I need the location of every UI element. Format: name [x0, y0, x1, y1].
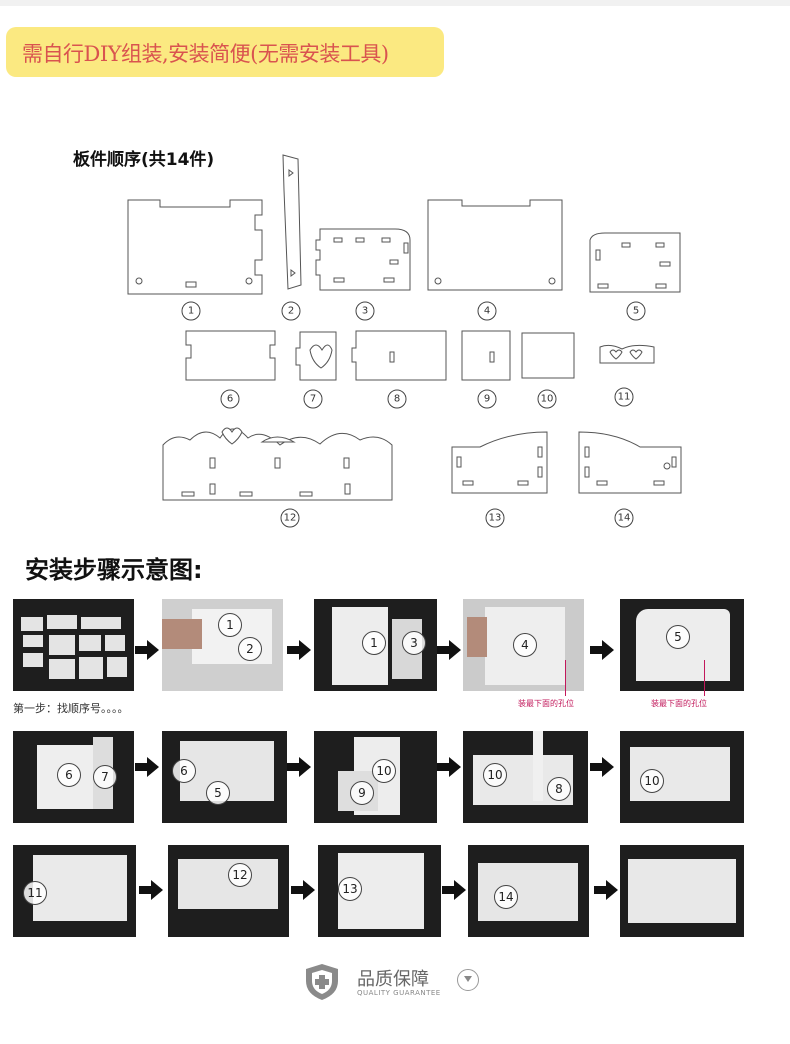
part-badge: 13	[338, 877, 362, 901]
part-badge: 10	[483, 763, 507, 787]
part-number-8: 8	[388, 390, 406, 408]
part-badge: 11	[23, 881, 47, 905]
part-number-label: 4	[484, 306, 490, 317]
step-1-note: 第一步：找顺序号。。。。	[13, 700, 129, 716]
part-number-label: 9	[484, 394, 490, 405]
step-photo-3-2: 12	[168, 845, 289, 937]
part-number-4: 4	[478, 302, 496, 320]
part-badge: 3	[402, 631, 426, 655]
step-photo-3-5	[620, 845, 744, 937]
part-number-label: 6	[227, 394, 233, 405]
step-photo-3-3: 13	[318, 845, 441, 937]
part-number-12: 12	[281, 509, 299, 527]
part-badge: 5	[666, 625, 690, 649]
arrow-right-icon	[590, 640, 614, 660]
part-number-label: 8	[394, 394, 400, 405]
part-number-10: 10	[538, 390, 556, 408]
panel-1	[128, 200, 262, 294]
panel-3	[316, 229, 410, 290]
pin-line	[565, 660, 566, 696]
step-photo-3-4: 14	[468, 845, 589, 937]
part-number-5: 5	[627, 302, 645, 320]
step-photo-1-1	[13, 599, 134, 691]
part-number-label: 13	[489, 513, 502, 524]
step-photo-1-5: 5	[620, 599, 744, 691]
panel-8	[352, 331, 446, 380]
panel-13	[452, 432, 547, 493]
step-photo-2-5: 10	[620, 731, 744, 823]
part-number-3: 3	[356, 302, 374, 320]
panel-10	[522, 333, 574, 378]
part-number-label: 5	[633, 306, 639, 317]
panel-4	[428, 200, 562, 290]
panel-6	[186, 331, 275, 380]
part-badge: 10	[372, 759, 396, 783]
part-badge: 2	[238, 637, 262, 661]
part-badge: 6	[57, 763, 81, 787]
part-number-11: 11	[615, 388, 633, 406]
panel-2	[283, 155, 301, 289]
step-photo-2-1: 6 7	[13, 731, 134, 823]
part-number-label: 7	[310, 394, 316, 405]
part-number-label: 3	[362, 306, 368, 317]
step-photo-1-2: 1 2	[162, 599, 283, 691]
part-number-label: 10	[541, 394, 554, 405]
shield-icon	[305, 963, 339, 1001]
part-number-label: 2	[288, 306, 294, 317]
panel-14	[579, 432, 681, 493]
part-badge: 5	[206, 781, 230, 805]
step-photo-2-3: 10 9	[314, 731, 437, 823]
arrow-right-icon	[437, 757, 461, 777]
hole-note: 装最下面的孔位	[651, 698, 707, 709]
quality-subtitle: QUALITY GUARANTEE	[357, 989, 441, 997]
quality-title: 品质保障	[357, 965, 429, 991]
panel-11	[600, 345, 654, 363]
part-badge: 12	[228, 863, 252, 887]
part-number-14: 14	[615, 509, 633, 527]
arrow-right-icon	[135, 640, 159, 660]
part-badge: 4	[513, 633, 537, 657]
step-photo-2-4: 10 8	[463, 731, 588, 823]
arrow-right-icon	[594, 880, 618, 900]
arrow-right-icon	[287, 757, 311, 777]
part-number-label: 1	[188, 306, 194, 317]
part-number-9: 9	[478, 390, 496, 408]
panel-12	[163, 428, 392, 500]
part-badge: 9	[350, 781, 374, 805]
arrow-right-icon	[135, 757, 159, 777]
part-number-label: 12	[284, 513, 297, 524]
arrow-right-icon	[442, 880, 466, 900]
arrow-right-icon	[590, 757, 614, 777]
part-badge: 14	[494, 885, 518, 909]
parts-diagram: 1 2 3 4 5 6 7 8 9 10 11 12 13 14	[0, 0, 790, 540]
part-badge: 1	[362, 631, 386, 655]
part-number-label: 14	[618, 513, 631, 524]
part-number-7: 7	[304, 390, 322, 408]
arrow-right-icon	[437, 640, 461, 660]
steps-heading: 安装步骤示意图:	[25, 550, 203, 585]
hole-note: 装最下面的孔位	[518, 698, 574, 709]
pin-line	[704, 660, 705, 696]
part-number-label: 11	[618, 392, 631, 403]
part-badge: 1	[218, 613, 242, 637]
chevron-down-icon[interactable]	[457, 969, 479, 991]
arrow-right-icon	[287, 640, 311, 660]
part-number-2: 2	[282, 302, 300, 320]
part-badge: 8	[547, 777, 571, 801]
panel-5	[590, 233, 680, 292]
panel-9	[462, 331, 510, 380]
part-number-1: 1	[182, 302, 200, 320]
part-number-6: 6	[221, 390, 239, 408]
step-photo-3-1: 11	[13, 845, 136, 937]
part-badge: 10	[640, 769, 664, 793]
step-photo-2-2: 6 5	[162, 731, 287, 823]
panel-7	[296, 332, 336, 380]
part-number-13: 13	[486, 509, 504, 527]
part-badge: 6	[172, 759, 196, 783]
arrow-right-icon	[291, 880, 315, 900]
step-photo-1-3: 1 3	[314, 599, 437, 691]
part-badge: 7	[93, 765, 117, 789]
arrow-right-icon	[139, 880, 163, 900]
